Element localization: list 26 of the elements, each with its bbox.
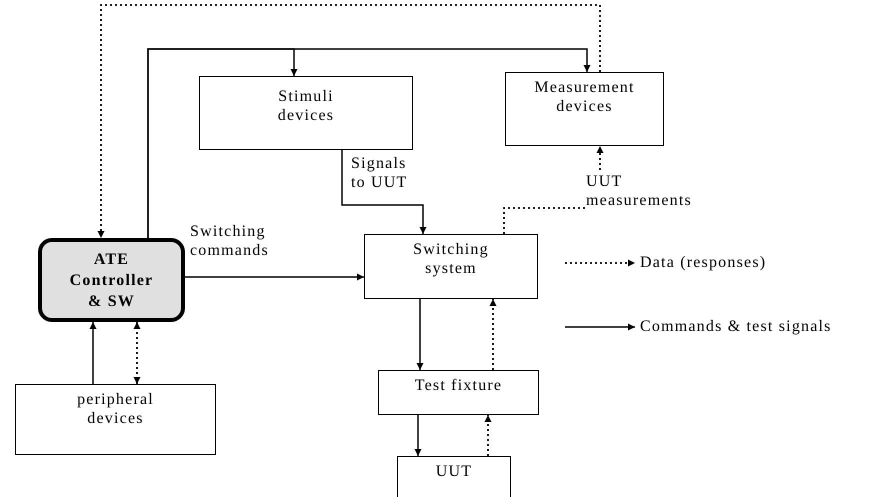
node-label: peripheral devices <box>76 390 155 428</box>
arrow <box>147 48 590 238</box>
process-box <box>505 72 664 146</box>
arrow <box>90 322 96 384</box>
dotted-arrow <box>484 415 492 456</box>
process-box <box>199 76 413 150</box>
node-label: Measurement devices <box>533 78 636 116</box>
node-label: UUT <box>436 462 472 481</box>
legend-label: Data (responses) <box>640 254 766 272</box>
process-box <box>364 234 538 299</box>
node-label: ATE Controller & SW <box>68 250 154 312</box>
arrow <box>416 299 424 370</box>
arrow <box>185 274 364 280</box>
node-label: Switching system <box>412 240 490 278</box>
controller-box <box>38 238 185 322</box>
process-box <box>397 456 511 497</box>
dotted-arrow <box>98 4 601 238</box>
process-box <box>15 384 216 455</box>
node-label: Stimuli devices <box>276 87 336 125</box>
process-box <box>378 370 539 415</box>
dotted-arrow <box>134 322 140 384</box>
arrow <box>341 150 426 234</box>
dotted-arrow <box>490 299 496 370</box>
arrow <box>414 415 422 456</box>
node-label: Test fixture <box>414 376 502 395</box>
legend-label: Commands & test signals <box>640 318 832 336</box>
